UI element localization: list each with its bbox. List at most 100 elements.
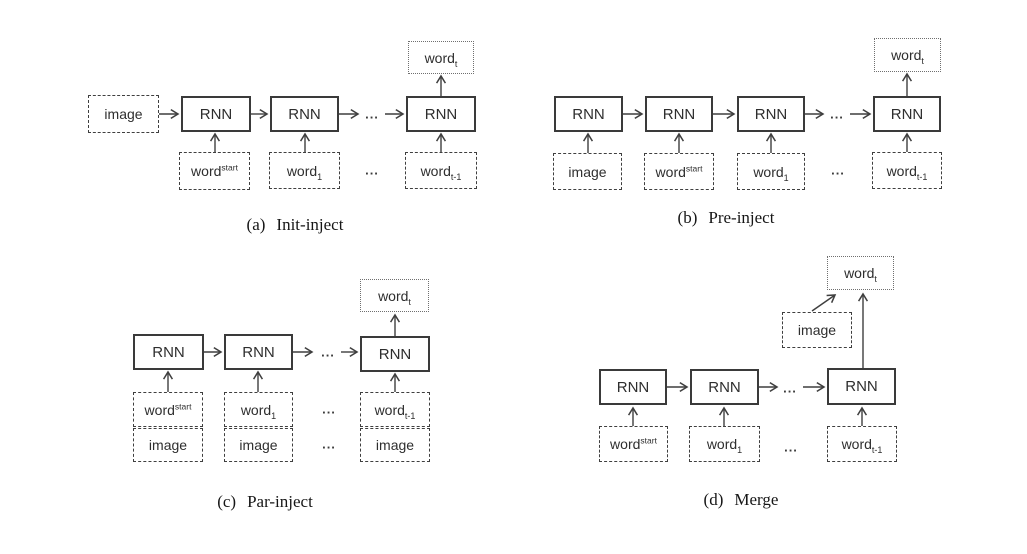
ellipsis: ... — [321, 344, 335, 360]
word-base: word — [286, 162, 318, 179]
rnn-label: RNN — [152, 343, 185, 361]
word-t-label: wordt — [844, 265, 877, 283]
word-superscript: start — [221, 162, 238, 173]
word-base: word — [886, 162, 917, 179]
word-subscript: 1 — [737, 444, 743, 455]
rnn-box: RNN — [181, 96, 251, 132]
ellipsis: ... — [365, 106, 379, 122]
rnn-box: RNN — [554, 96, 623, 132]
word-t-1-label: wordt-1 — [374, 401, 416, 421]
word-superscript: start — [174, 400, 192, 411]
image-label: image — [148, 437, 188, 453]
caption-tag: (c) — [217, 492, 237, 511]
image-input-box: image — [360, 428, 430, 462]
rnn-label: RNN — [845, 378, 878, 395]
word-t-1-label: wordt-1 — [420, 162, 462, 181]
word-start-input-box: wordstart — [599, 426, 668, 462]
arrow — [811, 294, 837, 312]
word-subscript: 1 — [317, 171, 323, 182]
rnn-label: RNN — [708, 378, 741, 396]
rnn-box: RNN — [690, 369, 759, 405]
word-base: word — [191, 163, 222, 179]
rnn-label: RNN — [572, 105, 605, 123]
caption-tag: (a) — [246, 215, 266, 234]
ellipsis: ... — [784, 439, 798, 455]
image-input-box: image — [782, 312, 852, 348]
rnn-label: RNN — [288, 105, 321, 123]
word-base: word — [424, 49, 455, 66]
ellipsis: ... — [365, 162, 379, 178]
word-start-input-box: wordstart — [644, 153, 714, 190]
word-1-label: word1 — [753, 163, 789, 183]
word-1-input-box: word1 — [224, 392, 293, 427]
image-input-box: image — [553, 153, 622, 190]
image-input-box: image — [133, 428, 203, 462]
word-base: word — [844, 265, 875, 281]
rnn-label: RNN — [616, 378, 650, 396]
word-1-input-box: word1 — [689, 426, 760, 462]
word-start-label: wordstart — [191, 162, 238, 179]
word-base: word — [891, 47, 922, 63]
word-1-input-box: word1 — [269, 152, 340, 189]
word-1-label: word1 — [706, 436, 742, 454]
rnn-label: RNN — [424, 105, 458, 123]
word-t-1-input-box: wordt-1 — [405, 152, 477, 189]
word-base: word — [374, 401, 405, 418]
caption-title: Par-inject — [247, 492, 313, 511]
ellipsis: ... — [322, 401, 336, 417]
rnn-label: RNN — [754, 105, 788, 123]
word-base: word — [420, 162, 451, 179]
rnn-box: RNN — [406, 96, 476, 132]
word-t-output-box: wordt — [874, 38, 941, 72]
caption-a: (a) Init-inject — [247, 215, 344, 235]
rnn-box: RNN — [270, 96, 339, 132]
rnn-label: RNN — [662, 105, 696, 123]
word-start-input-box: wordstart — [133, 392, 203, 427]
rnn-box: RNN — [224, 334, 293, 370]
caption-tag: (b) — [677, 208, 698, 227]
word-t-1-label: wordt-1 — [842, 437, 883, 454]
word-subscript: t-1 — [404, 410, 416, 421]
caption-title: Merge — [734, 490, 779, 509]
image-label: image — [375, 437, 415, 453]
word-subscript: t — [408, 296, 411, 307]
rnn-box: RNN — [360, 336, 430, 372]
rnn-label: RNN — [242, 343, 275, 361]
word-subscript: 1 — [783, 172, 789, 183]
word-subscript: 1 — [271, 410, 277, 421]
word-t-1-input-box: wordt-1 — [872, 152, 942, 189]
rnn-box: RNN — [873, 96, 941, 132]
word-1-input-box: word1 — [737, 153, 805, 190]
word-base: word — [706, 436, 738, 452]
word-t-label: wordt — [424, 49, 458, 69]
word-t-output-box: wordt — [408, 41, 474, 74]
rnn-box: RNN — [599, 369, 667, 405]
word-base: word — [240, 401, 272, 418]
word-base: word — [753, 163, 784, 180]
image-input-box: image — [88, 95, 159, 133]
word-base: word — [378, 287, 409, 304]
image-label: image — [568, 163, 607, 180]
word-subscript: t-1 — [871, 444, 883, 455]
ellipsis: ... — [322, 436, 336, 452]
word-base: word — [610, 436, 641, 452]
word-t-1-label: wordt-1 — [886, 162, 928, 182]
rnn-label: RNN — [199, 105, 233, 123]
image-input-box: image — [224, 428, 293, 462]
word-t-output-box: wordt — [360, 279, 429, 312]
word-start-label: wordstart — [656, 162, 703, 179]
caption-title: Init-inject — [276, 215, 344, 234]
word-t-label: wordt — [891, 47, 924, 65]
word-superscript: start — [685, 162, 703, 173]
word-1-label: word1 — [240, 401, 277, 421]
word-subscript: t-1 — [916, 171, 928, 182]
rnn-box: RNN — [645, 96, 713, 132]
word-subscript: t — [454, 58, 458, 69]
word-start-label: wordstart — [610, 435, 657, 452]
rnn-label: RNN — [890, 105, 924, 123]
word-subscript: t — [921, 55, 924, 66]
rnn-box: RNN — [133, 334, 204, 370]
word-superscript: start — [640, 435, 657, 446]
